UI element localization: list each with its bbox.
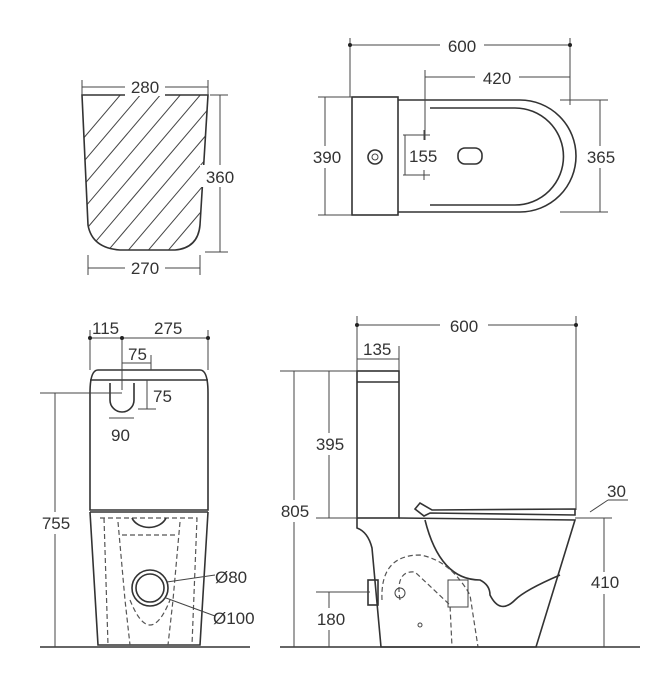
dim-seat-thickness: 30 [607, 482, 626, 501]
dim-height: 360 [206, 168, 234, 187]
dim-front-height: 755 [42, 514, 70, 533]
dim-right-offset: 275 [154, 319, 182, 338]
front-view: 115 275 75 75 90 755 Ø80 Ø100 [35, 319, 255, 648]
dim-side-length: 600 [450, 317, 478, 336]
dim-button-offset: 75 [128, 345, 147, 364]
dim-button-width: 90 [111, 426, 130, 445]
dim-bowl-width: 365 [587, 148, 615, 167]
dim-bottom-width: 270 [131, 259, 159, 278]
cistern-top-view: 280 270 360 [81, 78, 240, 278]
dim-inlet-height: 180 [317, 610, 345, 629]
dim-left-offset: 115 [92, 319, 119, 338]
side-view: 600 135 805 395 180 410 30 [276, 315, 640, 648]
dim-bowl-length: 420 [483, 69, 511, 88]
dim-button-depth: 75 [153, 387, 172, 406]
dim-top-width: 280 [131, 78, 159, 97]
plan-view: 600 420 390 365 155 [305, 35, 622, 216]
dim-plan-length: 600 [448, 37, 476, 56]
dim-side-height: 805 [281, 502, 309, 521]
dim-seat-height: 410 [591, 573, 619, 592]
dim-tank-depth: 135 [363, 340, 391, 359]
dim-tank-width: 390 [313, 148, 341, 167]
dim-fixing-spacing: 155 [409, 147, 437, 166]
dim-outlet-outer: Ø100 [213, 609, 255, 628]
dim-tank-height: 395 [316, 435, 344, 454]
dim-outlet-inner: Ø80 [215, 568, 247, 587]
